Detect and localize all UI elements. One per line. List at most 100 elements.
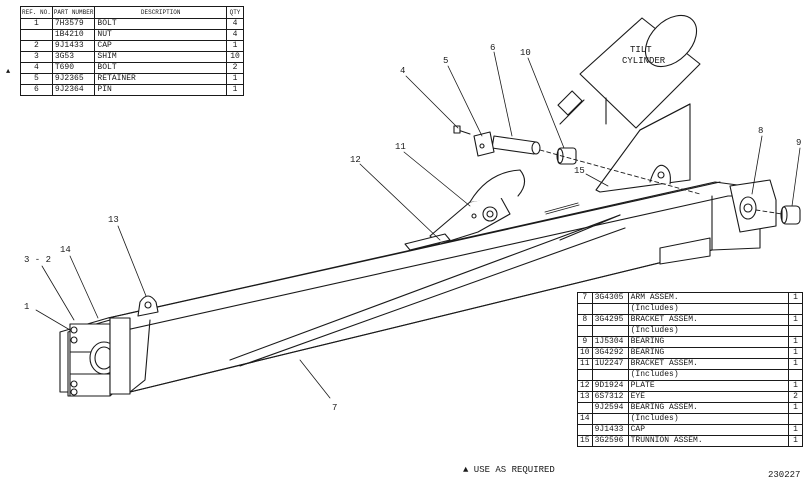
cell-qty: 1	[788, 402, 803, 414]
cell-description: BRACKET ASSEM.	[627, 314, 790, 326]
cell-part-number	[591, 369, 629, 381]
cell-qty: 1	[226, 84, 244, 96]
bearing-10	[556, 147, 577, 165]
slot-holes	[544, 202, 580, 215]
cell-qty	[788, 369, 803, 381]
cell-part-number: 3G2596	[591, 435, 629, 447]
callout-5: 5	[443, 56, 448, 66]
table-row: (Includes)	[577, 303, 803, 315]
cell-ref: 1	[20, 18, 53, 30]
cell-qty: 1	[788, 435, 803, 447]
cell-qty: 1	[788, 336, 803, 348]
cell-ref: 7	[577, 292, 593, 304]
cell-part-number: 6S7312	[591, 391, 629, 403]
cell-part-number	[591, 303, 629, 315]
cell-description: EYE	[627, 391, 790, 403]
cell-ref: 4	[20, 62, 53, 74]
retainer-5	[473, 131, 495, 157]
assembly-lines	[539, 149, 783, 215]
cell-ref	[577, 303, 593, 315]
cell-qty: 4	[226, 29, 244, 41]
cell-ref	[20, 29, 53, 41]
cell-ref: 12	[577, 380, 593, 392]
header-part: PART NUMBER	[51, 6, 96, 19]
cell-part-number: 3G4295	[591, 314, 629, 326]
callout-12: 12	[350, 155, 361, 165]
header-description: DESCRIPTION	[94, 6, 227, 19]
callout-7: 7	[332, 403, 337, 413]
cell-ref: 15	[577, 435, 593, 447]
cell-qty	[788, 413, 803, 425]
cell-ref	[577, 325, 593, 337]
cell-description: SHIM	[94, 51, 227, 63]
cell-qty: 1	[226, 40, 244, 52]
cell-part-number	[591, 413, 629, 425]
cell-part-number: 7H3579	[51, 18, 96, 30]
bracket-right	[729, 179, 777, 233]
cell-description: TRUNNION ASSEM.	[627, 435, 790, 447]
cell-ref	[577, 424, 593, 436]
cell-qty: 1	[788, 358, 803, 370]
cell-description: RETAINER	[94, 73, 227, 85]
cell-part-number: 9J1433	[51, 40, 96, 52]
cell-ref: 8	[577, 314, 593, 326]
tilt-cylinder	[557, 14, 701, 129]
cell-ref: 14	[577, 413, 593, 425]
cell-part-number: T690	[51, 62, 96, 74]
cell-description: BOLT	[94, 62, 227, 74]
cell-description: ARM ASSEM.	[627, 292, 790, 304]
table-header-row: REF. NO. PART NUMBER DESCRIPTION QTY	[20, 6, 244, 19]
cell-ref: 9	[577, 336, 593, 348]
cell-part-number: 3G53	[51, 51, 96, 63]
cell-part-number: 1B4210	[51, 29, 96, 41]
cell-qty	[788, 303, 803, 315]
cell-description: CAP	[627, 424, 790, 436]
cell-ref	[577, 402, 593, 414]
cell-ref	[577, 369, 593, 381]
cylinder-label-line2: CYLINDER	[622, 56, 666, 66]
bearing-assembly-left	[67, 317, 131, 397]
cell-part-number	[591, 325, 629, 337]
bolt-4	[453, 125, 471, 135]
cell-qty: 1	[788, 380, 803, 392]
trunnion-assembly	[595, 103, 691, 193]
cell-part-number: 9D1924	[591, 380, 629, 392]
callout-3-2: 3 - 2	[24, 255, 51, 265]
callout-9: 9	[796, 138, 801, 148]
cell-description: BOLT	[94, 18, 227, 30]
header-qty: QTY	[226, 6, 244, 19]
cell-part-number: 9J2594	[591, 402, 629, 414]
cell-ref: 13	[577, 391, 593, 403]
cell-ref: 6	[20, 84, 53, 96]
cell-part-number: 1J5304	[591, 336, 629, 348]
cell-ref: 11	[577, 358, 593, 370]
cell-qty: 2	[788, 391, 803, 403]
cell-description: (Includes)	[627, 369, 790, 381]
cell-description: (Includes)	[627, 325, 790, 337]
pin-6	[491, 135, 541, 155]
table-row: (Includes)	[577, 369, 803, 381]
bearing-9	[780, 205, 801, 225]
cell-ref: 2	[20, 40, 53, 52]
cell-description: CAP	[94, 40, 227, 52]
callout-leaders	[35, 51, 801, 399]
cell-description: (Includes)	[627, 413, 790, 425]
arm-body	[59, 181, 761, 393]
cell-description: PIN	[94, 84, 227, 96]
cell-description: PLATE	[627, 380, 790, 392]
table-row: 14 (Includes)	[577, 413, 803, 425]
callout-15: 15	[574, 166, 585, 176]
cell-ref: 10	[577, 347, 593, 359]
